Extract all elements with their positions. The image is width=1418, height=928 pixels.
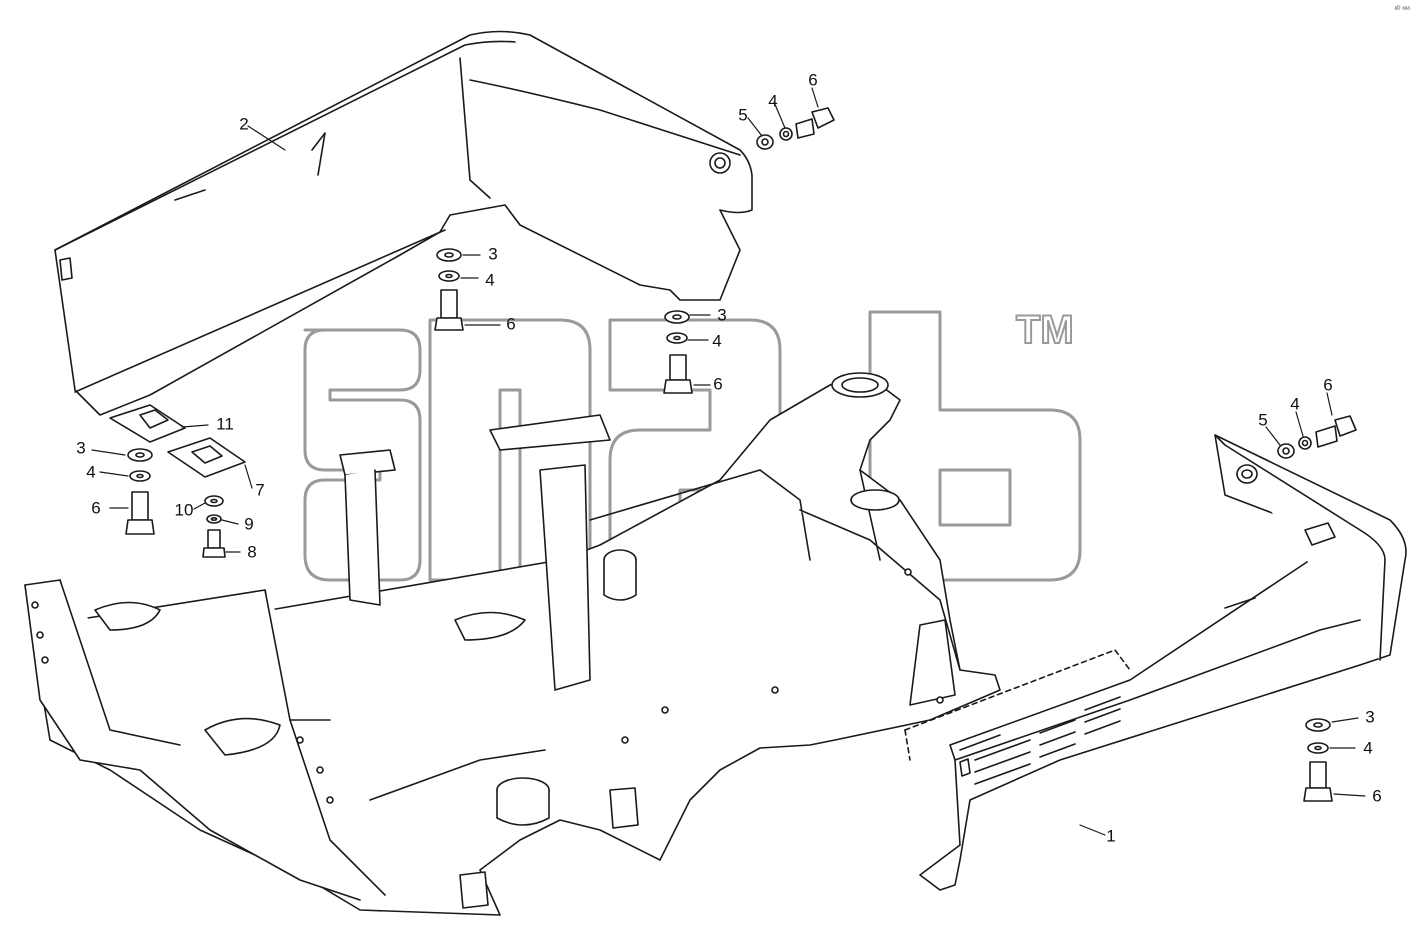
callout-bolt-8: 8 — [247, 542, 257, 562]
callout-right-mid-4: 4 — [712, 331, 722, 351]
callout-right-bottom-6: 6 — [1372, 786, 1382, 806]
callout-right-top-6: 6 — [1323, 375, 1333, 395]
callout-washer-9: 9 — [244, 514, 254, 534]
callout-washer-10: 10 — [174, 500, 194, 520]
shim-plates — [109, 404, 246, 478]
watermark-tm: TM — [1015, 307, 1075, 353]
hardware — [125, 107, 1357, 802]
callout-right-bottom-4: 4 — [1363, 738, 1373, 758]
leader-lines — [91, 87, 1366, 836]
callout-right-bottom-3: 3 — [1365, 707, 1375, 727]
rear-cover-panel — [54, 30, 753, 416]
callout-front-cover: 1 — [1106, 826, 1116, 846]
callout-top-washer-b: 5 — [738, 105, 748, 125]
callout-right-mid-6: 6 — [713, 374, 723, 394]
callout-mid-washer-3: 3 — [488, 244, 498, 264]
callout-mid-bolt-6: 6 — [506, 314, 516, 334]
callout-left-4: 4 — [86, 462, 96, 482]
callout-left-3: 3 — [76, 438, 86, 458]
callout-right-top-4: 4 — [1290, 394, 1300, 414]
callout-right-top-5: 5 — [1258, 410, 1268, 430]
front-cover-panel — [904, 434, 1407, 891]
callout-rear-cover: 2 — [239, 114, 249, 134]
main-frame — [24, 372, 1001, 916]
corner-code: ᵃᴰ ᵃᵃᵃ — [1394, 6, 1410, 13]
callout-top-bolt: 6 — [808, 70, 818, 90]
callout-left-6: 6 — [91, 498, 101, 518]
callout-shim-11: 11 — [216, 414, 234, 434]
callout-mid-washer-4: 4 — [485, 270, 495, 290]
callout-top-washer-a: 4 — [768, 91, 778, 111]
callout-right-mid-3: 3 — [717, 305, 727, 325]
callout-shim-7: 7 — [255, 480, 265, 500]
